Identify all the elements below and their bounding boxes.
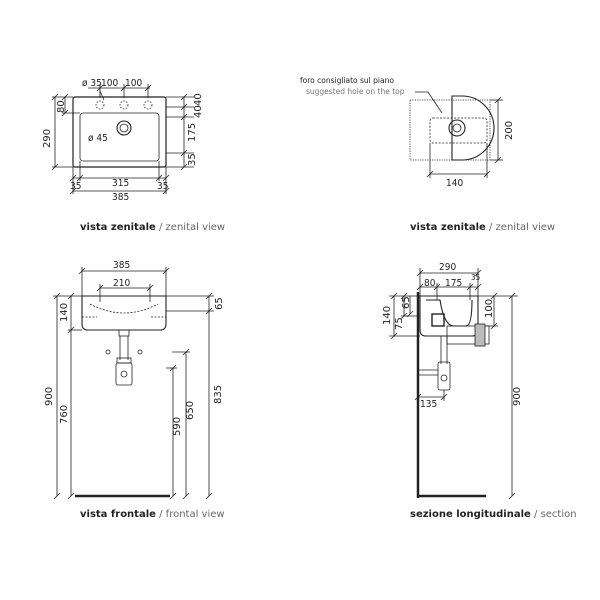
note-suggested-hole-en: suggested hole on the top [306, 87, 405, 96]
caption-sep: / [488, 222, 493, 233]
tap-hole-center [119, 100, 129, 110]
drain-outer [116, 120, 132, 136]
basin-top-outline [451, 95, 495, 161]
dim-bottom-385: 385 [112, 192, 129, 203]
drain-inner [119, 123, 129, 133]
caption-top-right-it: vista zenitale [410, 222, 486, 233]
dim-mid-175: 175 [445, 278, 462, 289]
caption-top-right-en: zenital view [495, 222, 556, 233]
dim-bottom-135: 135 [420, 399, 437, 410]
caption-bottom-left: vista frontale / frontal view [80, 509, 225, 520]
caption-bottom-left-it: vista frontale [80, 509, 156, 520]
tap-hole-right [143, 100, 153, 110]
dim-hole-diameter: ø 35 [82, 78, 102, 89]
dim-bottom-35-left: 35 [70, 181, 81, 192]
dim-right-900: 900 [512, 387, 523, 406]
tap-hole-left [95, 100, 105, 110]
dim-bottom-35-right: 35 [157, 181, 168, 192]
dim-height-200: 200 [504, 121, 515, 140]
caption-bottom-right-it: sezione longitudinale [410, 509, 531, 520]
dim-spacing-b: 100 [125, 78, 142, 89]
dim-right-175: 175 [187, 123, 198, 142]
caption-top-left-it: vista zenitale [80, 222, 156, 233]
drain-fitting [118, 329, 130, 337]
drain-top-outer [448, 119, 466, 137]
dim-right-65: 65 [214, 297, 225, 310]
counter-block [446, 325, 490, 345]
basin-bowl-hidden [89, 303, 159, 314]
dim-width-385: 385 [113, 260, 130, 271]
dim-left-75: 75 [394, 317, 405, 330]
caption-sep: / [158, 222, 163, 233]
drain-top-inner [452, 123, 462, 133]
dim-width-290: 290 [439, 262, 456, 273]
zenital-view-right [409, 91, 503, 178]
dim-left-65: 65 [401, 296, 412, 309]
caption-sep: / [159, 509, 163, 520]
frontal-view [53, 267, 214, 500]
caption-bottom-right-en: section [540, 509, 577, 520]
dim-bottom-315: 315 [112, 178, 129, 189]
caption-top-right: vista zenitale / zenital view [410, 222, 555, 233]
dim-spacing-a: 100 [101, 78, 118, 89]
dim-left-900: 900 [44, 387, 55, 406]
basin-outline [72, 96, 167, 168]
dim-drain-diameter: ø 45 [88, 133, 108, 144]
dim-right-835: 835 [213, 385, 224, 404]
dim-width-210: 210 [113, 278, 130, 289]
dim-total-height: 290 [42, 129, 53, 148]
dim-right-40a: 40 [193, 93, 204, 106]
caption-bottom-left-en: frontal view [165, 509, 225, 520]
dim-right-650: 650 [185, 401, 196, 420]
basin-front [81, 295, 167, 331]
dim-left-760: 760 [59, 405, 70, 424]
basin-section [419, 295, 479, 337]
siphon-section [437, 361, 451, 391]
dim-right-100: 100 [484, 299, 495, 318]
dim-left-80: 80 [424, 278, 436, 289]
caption-bottom-right: sezione longitudinale / section [410, 509, 577, 520]
dim-right-40b: 40 [193, 105, 204, 118]
dim-right-590: 590 [172, 417, 183, 436]
dim-width-140: 140 [446, 178, 463, 189]
longitudinal-section [389, 268, 518, 500]
caption-sep: / [534, 509, 538, 520]
siphon [115, 362, 133, 386]
caption-top-left: vista zenitale / zenital view [80, 222, 225, 233]
zenital-view-left [51, 84, 194, 195]
dim-left-140: 140 [59, 303, 70, 322]
dim-right-35: 35 [471, 273, 480, 282]
note-suggested-hole-it: foro consigliato sul piano [300, 76, 394, 85]
caption-top-left-en: zenital view [165, 222, 226, 233]
dim-right-35: 35 [187, 153, 198, 166]
counter-outline [409, 99, 491, 161]
tap-section [431, 313, 445, 327]
dim-top-offset: 80 [56, 100, 67, 113]
dim-left-140-section: 140 [382, 306, 393, 325]
suggested-hole [429, 117, 488, 144]
basin-bowl [79, 112, 160, 162]
